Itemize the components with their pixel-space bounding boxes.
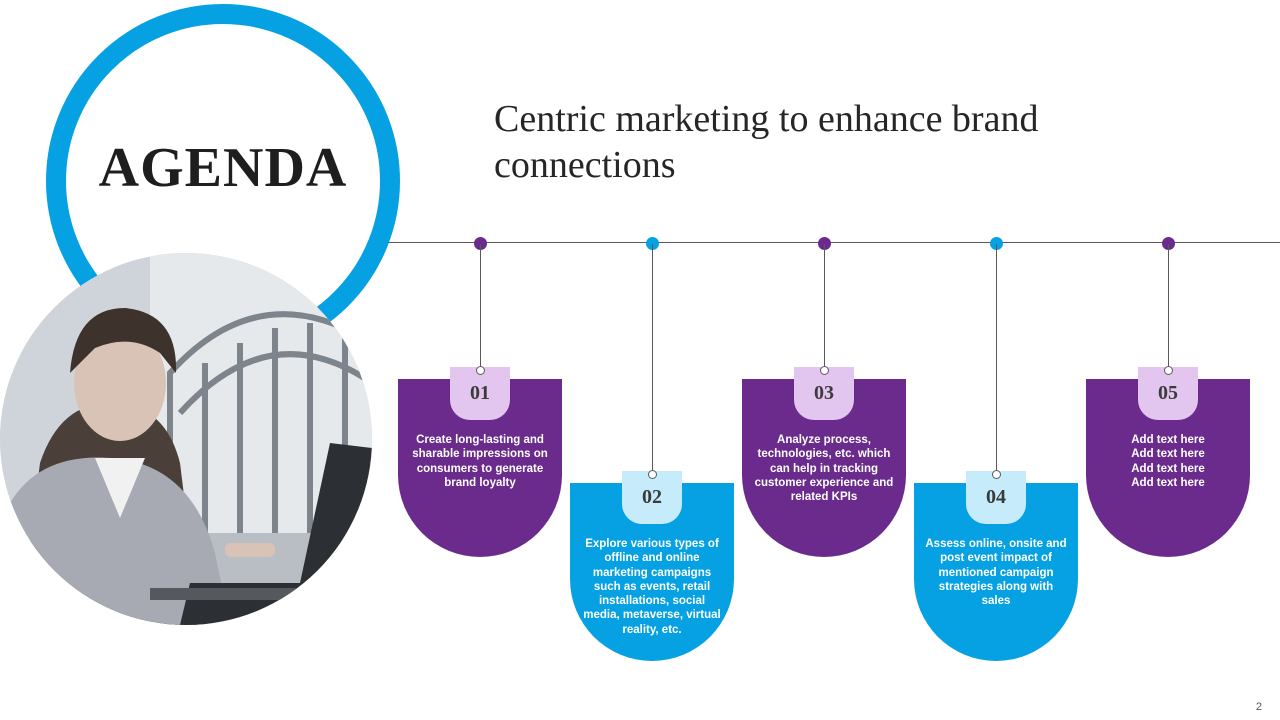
agenda-number-02: 02 (622, 471, 682, 524)
timeline-connector-03 (824, 244, 825, 370)
timeline-dot-02 (645, 237, 659, 250)
agenda-text-04: Assess online, onsite and post event imp… (925, 538, 1067, 608)
timeline-connector-05 (1168, 244, 1169, 370)
connector-end-03 (819, 366, 829, 375)
agenda-number-01: 01 (450, 367, 510, 420)
agenda-text-05: Add text here Add text here Add text her… (1131, 434, 1205, 489)
agenda-card-02: 02 Explore various types of offline and … (570, 471, 734, 661)
connector-end-04 (991, 470, 1001, 479)
timeline-dot-04 (989, 237, 1003, 250)
agenda-card-05: 05 Add text here Add text here Add text … (1086, 367, 1250, 557)
timeline-line (388, 242, 1280, 243)
timeline-dot-05 (1161, 237, 1175, 250)
timeline-connector-02 (652, 244, 653, 474)
agenda-number-04: 04 (966, 471, 1026, 524)
agenda-card-01: 01 Create long-lasting and sharable impr… (398, 367, 562, 557)
agenda-text-03: Analyze process, technologies, etc. whic… (754, 434, 894, 504)
agenda-text-02: Explore various types of offline and onl… (583, 538, 721, 636)
page-number: 2 (1255, 701, 1262, 713)
connector-end-02 (647, 470, 657, 479)
agenda-card-03: 03 Analyze process, technologies, etc. w… (742, 367, 906, 557)
agenda-card-04: 04 Assess online, onsite and post event … (914, 471, 1078, 661)
agenda-number-03: 03 (794, 367, 854, 420)
timeline-dot-03 (817, 237, 831, 250)
connector-end-05 (1163, 366, 1173, 375)
woman-with-laptop-photo (0, 253, 372, 625)
timeline-connector-04 (996, 244, 997, 474)
agenda-text-01: Create long-lasting and sharable impress… (412, 434, 548, 489)
slide-title: Centric marketing to enhance brand conne… (494, 98, 1039, 186)
timeline-dot-01 (473, 237, 487, 250)
agenda-heading: AGENDA (98, 137, 348, 199)
timeline-connector-01 (480, 244, 481, 370)
photo-illustration (0, 253, 372, 625)
agenda-number-05: 05 (1138, 367, 1198, 420)
connector-end-01 (475, 366, 485, 375)
